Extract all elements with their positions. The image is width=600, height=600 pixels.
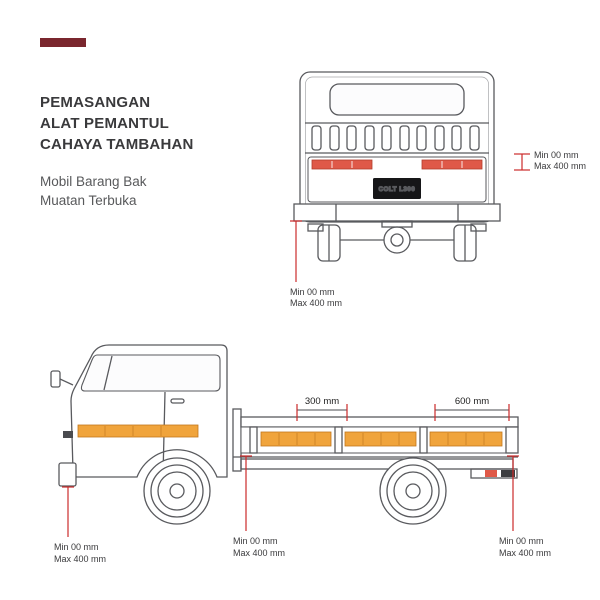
rear-strip-annotation-max: Max 400 mm — [534, 161, 586, 171]
rear-reflector-strip-right — [421, 159, 483, 170]
bed-reflector-strip-1 — [260, 431, 332, 447]
rear-strip-annotation-lines — [514, 153, 530, 171]
dimension-300-ticks — [296, 404, 348, 421]
front-bumper — [58, 462, 77, 487]
dimension-300-label: 300 mm — [305, 396, 339, 407]
bed-rear-post — [505, 426, 519, 454]
rear-reflector-strip-left — [311, 159, 373, 170]
rear-strip-segment-lines — [331, 161, 463, 168]
bed-headboard — [232, 408, 242, 472]
front-wheel — [143, 457, 211, 525]
title-line-2: ALAT PEMANTUL — [40, 115, 169, 132]
rear-bumper-annotation-lines — [290, 220, 302, 282]
rear-bumper-annotation-min: Min 00 mm — [290, 287, 335, 297]
license-plate: COLT L300 — [373, 178, 421, 199]
headlight — [63, 431, 73, 438]
door-handle — [170, 398, 185, 404]
cab-reflector-strip — [77, 424, 199, 438]
bed-post-2 — [334, 426, 343, 454]
title-line-1: PEMASANGAN — [40, 94, 151, 111]
bed-front-annotation-min: Min 00 mm — [233, 536, 278, 546]
front-annotation-lines — [62, 486, 74, 537]
rear-mudflap — [501, 470, 515, 477]
front-annotation-max: Max 400 mm — [54, 554, 106, 564]
rear-window — [329, 83, 465, 116]
subtitle-line-2: Muatan Terbuka — [40, 193, 137, 208]
bed-rear-annotation-lines — [507, 455, 519, 531]
truck-rear-illustration: COLT L300 — [293, 71, 501, 262]
rear-corner-reflector — [485, 470, 497, 477]
cab-strip-dividers — [104, 426, 162, 436]
tailgate-panel — [307, 156, 487, 203]
rear-undercarriage — [307, 220, 487, 262]
title-dash-bar — [40, 38, 86, 47]
side-mirror — [50, 370, 74, 388]
title-dash — [40, 38, 86, 47]
dimension-600: 600 mm — [434, 396, 510, 421]
tail-lamp-left — [307, 223, 324, 232]
bed-frame — [240, 458, 514, 470]
bed-front-annotation-max: Max 400 mm — [233, 548, 285, 558]
rear-bumper-annotation-max: Max 400 mm — [290, 298, 342, 308]
dimension-300: 300 mm — [296, 396, 348, 421]
bed-strip-dividers — [278, 433, 485, 445]
dimension-600-ticks — [434, 404, 510, 421]
rear-bumper — [293, 203, 501, 222]
cab-window — [80, 354, 221, 392]
subtitle-line-1: Mobil Barang Bak — [40, 174, 147, 189]
page-subtitle: Mobil Barang Bak Muatan Terbuka — [40, 172, 147, 210]
tail-lamp-right — [470, 223, 487, 232]
title-line-3: CAHAYA TAMBAHAN — [40, 136, 194, 153]
cab-guard-slats — [311, 125, 480, 151]
bed-rear-annotation-min: Min 00 mm — [499, 536, 544, 546]
rear-wheel — [379, 457, 447, 525]
license-plate-text: COLT L300 — [379, 187, 416, 193]
side-view-figure: 300 mm 600 mm Min 00 mm Max 400 mm Min 0… — [50, 344, 551, 564]
rear-reflector-strips — [311, 159, 483, 170]
front-annotation-min: Min 00 mm — [54, 542, 99, 552]
differential — [383, 226, 411, 254]
rear-underride — [470, 468, 518, 479]
bed-post-1 — [249, 426, 258, 454]
dimension-600-label: 600 mm — [455, 396, 489, 407]
bed-front-annotation-lines — [240, 455, 252, 531]
bed-post-3 — [419, 426, 428, 454]
bed-rear-annotation-max: Max 400 mm — [499, 548, 551, 558]
hitch-bracket — [381, 220, 413, 228]
bed-top-rail — [240, 416, 519, 428]
rear-strip-annotation-min: Min 00 mm — [534, 150, 579, 160]
truck-side-illustration — [50, 344, 519, 525]
rear-view-figure: COLT L300 Min 00 mm Max 400 mm Min 00 mm — [290, 71, 586, 308]
vent-window-divider — [103, 355, 113, 391]
page-title: PEMASANGAN ALAT PEMANTUL CAHAYA TAMBAHAN — [40, 92, 194, 155]
